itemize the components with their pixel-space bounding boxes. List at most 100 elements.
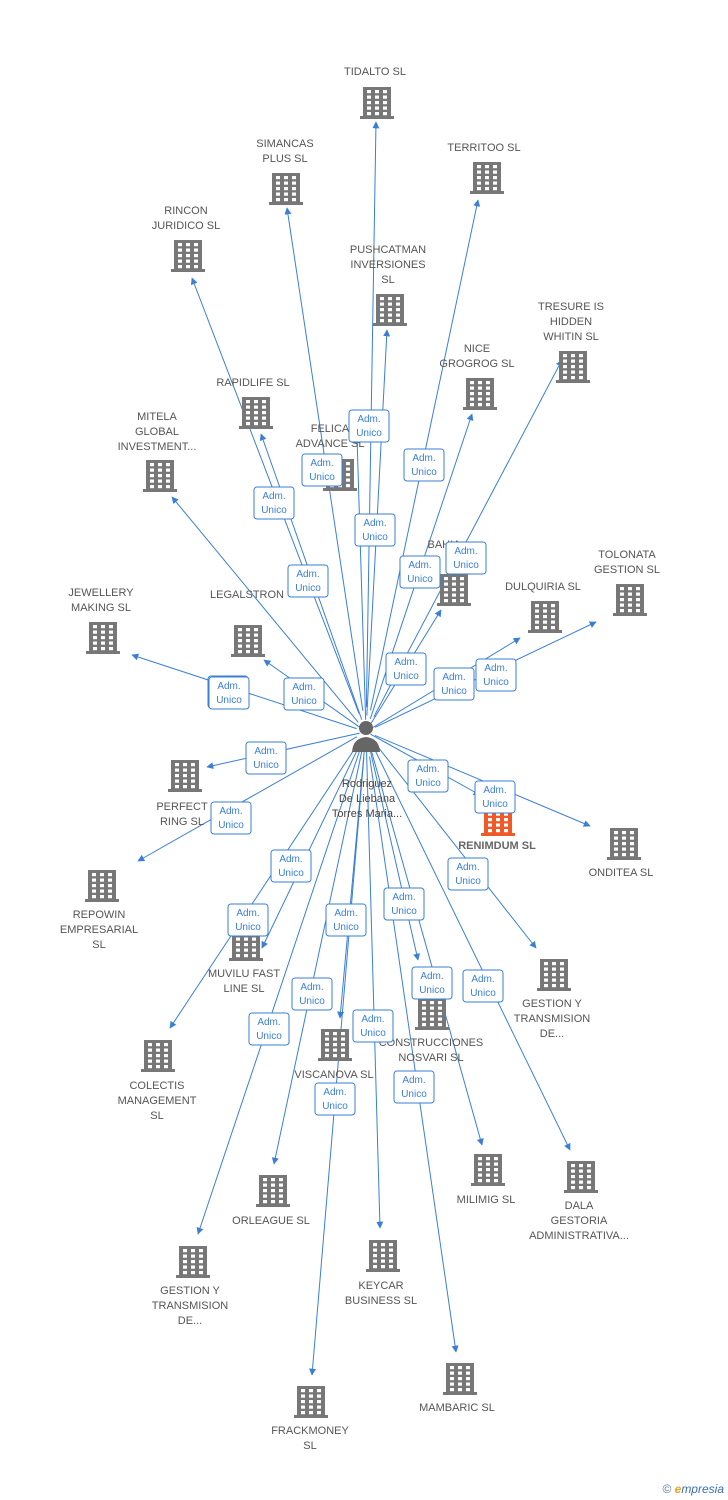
building-icon[interactable] <box>528 601 562 633</box>
node-label-rincon: RINCON <box>164 205 207 217</box>
building-icon[interactable] <box>463 378 497 410</box>
building-icon[interactable] <box>556 351 590 383</box>
building-icon[interactable] <box>373 294 407 326</box>
node-territoo[interactable]: TERRITOO SL <box>447 142 521 194</box>
footer-brand[interactable]: © empresia <box>662 1482 724 1496</box>
node-milimig[interactable]: MILIMIG SL <box>457 1154 516 1206</box>
role-badge-line2: Unico <box>441 686 467 697</box>
node-dala[interactable]: DALAGESTORIAADMINISTRATIVA... <box>529 1161 629 1242</box>
role-badge[interactable]: Adm.Unico <box>270 849 312 883</box>
role-badge[interactable]: Adm.Unico <box>248 1012 290 1046</box>
building-icon[interactable] <box>143 460 177 492</box>
building-icon[interactable] <box>176 1246 210 1278</box>
building-icon[interactable] <box>269 173 303 205</box>
node-mambaric[interactable]: MAMBARIC SL <box>419 1363 495 1414</box>
role-badge[interactable]: Adm.Unico <box>393 1070 435 1104</box>
role-badge-box <box>253 486 295 520</box>
role-badge[interactable]: Adm.Unico <box>411 966 453 1000</box>
building-icon[interactable] <box>366 1240 400 1272</box>
role-badge[interactable]: Adm.Unico <box>475 658 517 692</box>
building-icon[interactable] <box>415 998 449 1030</box>
role-badge-box <box>445 541 487 575</box>
role-badge[interactable]: Adm.Unico <box>399 555 441 589</box>
building-icon[interactable] <box>470 162 504 194</box>
building-base <box>537 988 571 991</box>
building-icon[interactable] <box>360 87 394 119</box>
building-window <box>466 1388 470 1392</box>
building-icon[interactable] <box>564 1161 598 1193</box>
role-badge[interactable]: Adm.Unico <box>245 741 287 775</box>
node-mitela[interactable]: MITELAGLOBALINVESTMENT... <box>118 411 197 492</box>
building-icon[interactable] <box>141 1040 175 1072</box>
role-badge[interactable]: Adm.Unico <box>445 541 487 575</box>
building-icon[interactable] <box>437 574 471 606</box>
node-rapidlife[interactable]: RAPIDLIFE SL <box>216 377 290 429</box>
role-badge[interactable]: Adm.Unico <box>403 448 445 482</box>
building-icon[interactable] <box>443 1363 477 1395</box>
role-badge[interactable]: Adm.Unico <box>301 453 343 487</box>
role-badge[interactable]: Adm.Unico <box>325 903 367 937</box>
node-viscanova[interactable]: VISCANOVA SL <box>294 1029 374 1081</box>
building-window <box>148 1043 152 1047</box>
building-icon[interactable] <box>537 959 571 991</box>
node-legalstron[interactable]: LEGALSTRON <box>210 589 284 657</box>
role-badge[interactable]: Adm.Unico <box>314 1082 356 1116</box>
building-icon[interactable] <box>607 828 641 860</box>
building-icon[interactable] <box>168 760 202 792</box>
role-badge[interactable]: Adm.Unico <box>447 857 489 891</box>
node-gestion2[interactable]: GESTION YTRANSMISIONDE... <box>152 1246 228 1327</box>
building-icon[interactable] <box>239 397 273 429</box>
building-icon[interactable] <box>171 240 205 272</box>
building-icon[interactable] <box>613 584 647 616</box>
role-badge[interactable]: Adm.Unico <box>227 903 269 937</box>
building-icon[interactable] <box>318 1029 352 1061</box>
building-icon[interactable] <box>86 622 120 654</box>
node-onditea[interactable]: ONDITEA SL <box>589 828 654 879</box>
node-orleague[interactable]: ORLEAGUE SL <box>232 1175 310 1227</box>
role-badge[interactable]: Adm.Unico <box>433 667 475 701</box>
role-badge[interactable]: Adm.Unico <box>283 677 325 711</box>
building-window <box>535 615 539 619</box>
person-icon[interactable] <box>352 721 380 752</box>
role-badge[interactable]: Adm.Unico <box>291 977 333 1011</box>
building-icon[interactable] <box>231 625 265 657</box>
role-badge[interactable]: Adm.Unico <box>354 513 396 547</box>
node-gestion1[interactable]: GESTION YTRANSMISIONDE... <box>514 959 590 1040</box>
role-badge[interactable]: Adm.Unico <box>462 969 504 1003</box>
building-icon[interactable] <box>471 1154 505 1186</box>
building-icon[interactable] <box>294 1386 328 1418</box>
building-window <box>494 1168 498 1172</box>
copyright-symbol: © <box>662 1482 672 1496</box>
role-badge[interactable]: Adm.Unico <box>385 652 427 686</box>
role-badge[interactable]: Adm.Unico <box>348 409 390 443</box>
node-tidalto[interactable]: TIDALTO SL <box>344 66 406 119</box>
role-badge[interactable]: Adm.Unico <box>253 486 295 520</box>
role-badge[interactable]: Adm.Unico <box>352 1009 394 1043</box>
role-badge[interactable]: Adm.Unico <box>287 564 329 598</box>
node-dulquiria[interactable]: DULQUIRIA SL <box>505 581 581 633</box>
role-badge[interactable]: Adm.Unico <box>210 801 252 835</box>
building-window <box>325 1048 329 1052</box>
building-icon[interactable] <box>256 1175 290 1207</box>
role-badge[interactable]: Adm.Unico <box>474 780 516 814</box>
role-badge[interactable]: Adm.Unico <box>383 887 425 921</box>
role-badge[interactable]: Adm.Unico <box>208 676 250 710</box>
node-label-gestion2: DE... <box>178 1315 202 1327</box>
role-badge[interactable]: Adm.Unico <box>407 759 449 793</box>
building-icon[interactable] <box>85 870 119 902</box>
